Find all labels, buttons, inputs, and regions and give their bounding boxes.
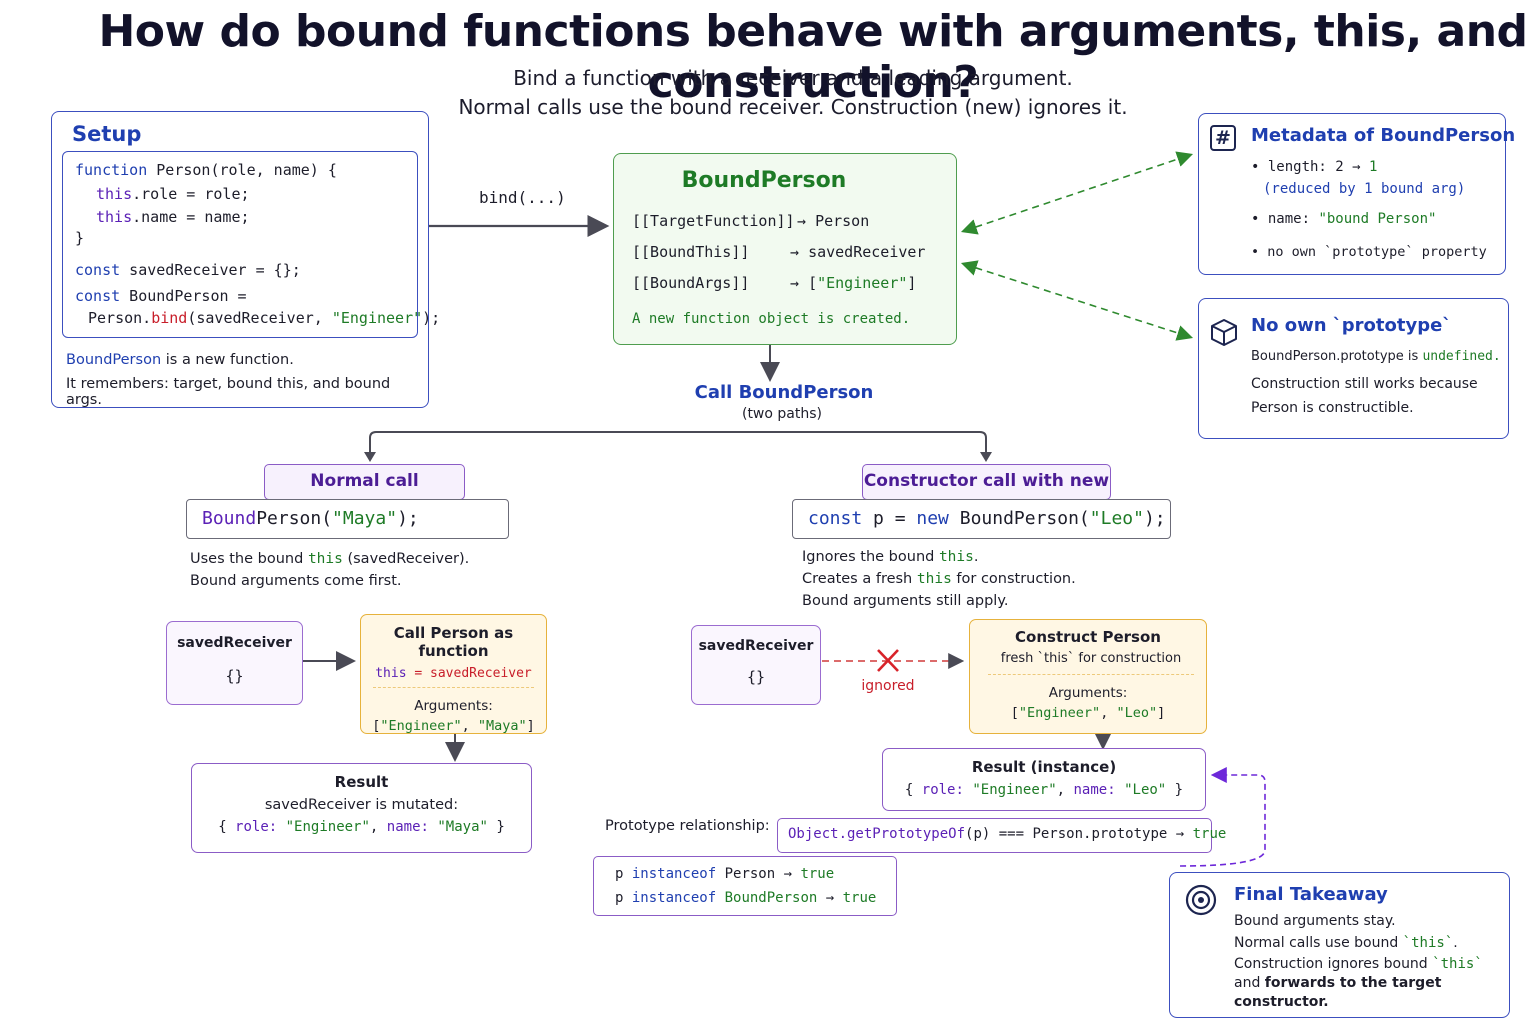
page-title: How do bound functions behave with argum… <box>98 6 1528 108</box>
takeaway-line-4: and forwards to the target <box>1234 975 1442 991</box>
constructor-call-label: Constructor call with new <box>862 464 1111 500</box>
code-line-3: this.name = name; <box>96 208 250 226</box>
normal-call-label: Normal call <box>264 464 465 500</box>
normal-result-value: { role: "Engineer", name: "Maya" } <box>218 819 505 835</box>
bound-person-title: BoundPerson <box>681 168 847 193</box>
instanceof-box: p instanceof Person → true p instanceof … <box>593 856 897 916</box>
call-subtitle: (two paths) <box>741 406 822 422</box>
hash-icon: # <box>1210 125 1236 151</box>
normal-call-code: BoundPerson("Maya"); <box>186 499 509 539</box>
no-prototype-line-3: Person is constructible. <box>1251 400 1414 416</box>
normal-receiver-title: savedReceiver <box>177 635 292 651</box>
branch-line <box>369 431 987 460</box>
bp-row-this-value: → savedReceiver <box>790 243 926 261</box>
construct-receiver-box: savedReceiver {} <box>691 625 821 705</box>
setup-code-block: function Person(role, name) { this.role … <box>62 151 440 338</box>
setup-note-1: BoundPerson is a new function. <box>66 352 294 368</box>
metadata-name: • name: "bound Person" <box>1251 211 1437 227</box>
bp-row-target-value: → Person <box>797 212 870 230</box>
subtitle-2: Normal calls use the bound receiver. Con… <box>458 95 1128 119</box>
construct-result-value: { role: "Engineer", name: "Leo" } <box>904 782 1184 798</box>
construct-person-args-label: Arguments: <box>1048 685 1128 701</box>
takeaway-line-3: Construction ignores bound `this` <box>1234 956 1483 972</box>
metadata-no-prototype: • no own `prototype` property <box>1251 244 1487 260</box>
takeaway-title: Final Takeaway <box>1234 884 1388 905</box>
metadata-panel: # Metadata of BoundPerson • length: 2 → … <box>1198 113 1515 275</box>
call-person-fn-args-label: Arguments: <box>414 698 493 714</box>
ignored-label: ignored <box>861 678 915 694</box>
bind-label: bind(...) <box>479 188 566 207</box>
normal-receiver-value: {} <box>225 667 244 685</box>
code-line-7: Person.bind(savedReceiver, "Engineer"); <box>88 309 441 327</box>
call-person-fn-args: ["Engineer", "Maya"] <box>372 718 535 734</box>
code-line-2: this.role = role; <box>96 185 250 203</box>
normal-result-box: Result savedReceiver is mutated: { role:… <box>191 763 532 853</box>
no-prototype-panel: No own `prototype` BoundPerson.prototype… <box>1198 298 1509 439</box>
construct-desc-2: Creates a fresh this for construction. <box>802 571 1076 587</box>
call-title: Call BoundPerson <box>694 382 874 403</box>
bp-footer: A new function object is created. <box>632 311 911 327</box>
setup-title: Setup <box>72 122 142 146</box>
construct-result-box: Result (instance) { role: "Engineer", na… <box>882 748 1206 811</box>
no-prototype-line-1: BoundPerson.prototype is undefined. <box>1251 349 1501 364</box>
takeaway-line-2: Normal calls use bound `this`. <box>1234 935 1458 951</box>
constructor-call-code: const p = new BoundPerson("Leo"); <box>792 499 1171 539</box>
construct-desc-1: Ignores the bound this. <box>802 549 979 565</box>
code-line-6: const BoundPerson = <box>75 287 247 305</box>
construct-receiver-value: {} <box>746 668 766 686</box>
subtitle-1: Bind a function with a receiver and a le… <box>513 66 1073 90</box>
bp-row-args-value: → ["Engineer"] <box>790 274 917 292</box>
takeaway-panel: Final Takeaway Bound arguments stay. Nor… <box>1169 872 1510 1018</box>
metadata-length: • length: 2 → 1 <box>1251 159 1378 175</box>
bound-person-panel: BoundPerson [[TargetFunction]] → Person … <box>613 153 957 345</box>
code-line-5: const savedReceiver = {}; <box>75 261 301 279</box>
metadata-title: Metadata of BoundPerson <box>1251 125 1516 146</box>
cube-icon <box>1211 319 1237 346</box>
prototype-rel-label: Prototype relationship: <box>605 818 770 834</box>
call-person-fn-box: Call Person as function this = savedRece… <box>360 614 547 734</box>
call-person-fn-title: Call Person as function <box>393 624 514 660</box>
construct-desc-3: Bound arguments still apply. <box>802 593 1009 609</box>
takeaway-link <box>1179 767 1266 867</box>
no-proto-arrow <box>960 260 1194 341</box>
prototype-rel-expr: Object.getPrototypeOf(p) === Person.prot… <box>777 818 1226 853</box>
normal-receiver-box: savedReceiver {} <box>166 621 303 705</box>
takeaway-line-1: Bound arguments stay. <box>1234 913 1396 929</box>
metadata-arrow <box>960 151 1194 235</box>
instanceof-line-2: p instanceof BoundPerson → true <box>615 890 877 906</box>
code-line-4: } <box>75 229 85 247</box>
normal-result-sub: savedReceiver is mutated: <box>264 797 459 813</box>
normal-desc-1: Uses the bound this (savedReceiver). <box>190 551 470 567</box>
instanceof-line-1: p instanceof Person → true <box>615 866 835 882</box>
metadata-length-note: (reduced by 1 bound arg) <box>1263 181 1466 197</box>
setup-panel: Setup function Person(role, name) { this… <box>51 111 440 408</box>
construct-result-title: Result (instance) <box>971 758 1117 776</box>
construct-person-sub: fresh `this` for construction <box>988 651 1194 675</box>
bp-row-this: [[BoundThis]] <box>632 243 750 261</box>
no-prototype-line-2: Construction still works because <box>1251 376 1478 392</box>
normal-result-title: Result <box>334 773 389 791</box>
bp-row-target: [[TargetFunction]] <box>632 212 795 230</box>
construct-person-title: Construct Person <box>1015 628 1161 646</box>
construct-receiver-title: savedReceiver <box>698 638 814 654</box>
setup-note-2: It remembers: target, bound this, and bo… <box>66 376 391 408</box>
code-line-1: function Person(role, name) { <box>75 161 337 179</box>
construct-person-args: ["Engineer", "Leo"] <box>1010 705 1166 721</box>
no-prototype-title: No own `prototype` <box>1251 315 1452 336</box>
normal-desc-2: Bound arguments come first. <box>190 573 402 589</box>
construct-person-box: Construct Person fresh `this` for constr… <box>969 619 1207 734</box>
bp-row-args: [[BoundArgs]] <box>632 274 750 292</box>
takeaway-line-5: constructor. <box>1234 994 1329 1010</box>
x-mark-icon <box>877 649 899 672</box>
target-icon <box>1185 884 1217 916</box>
call-person-fn-this: this = savedReceiver <box>373 666 534 688</box>
